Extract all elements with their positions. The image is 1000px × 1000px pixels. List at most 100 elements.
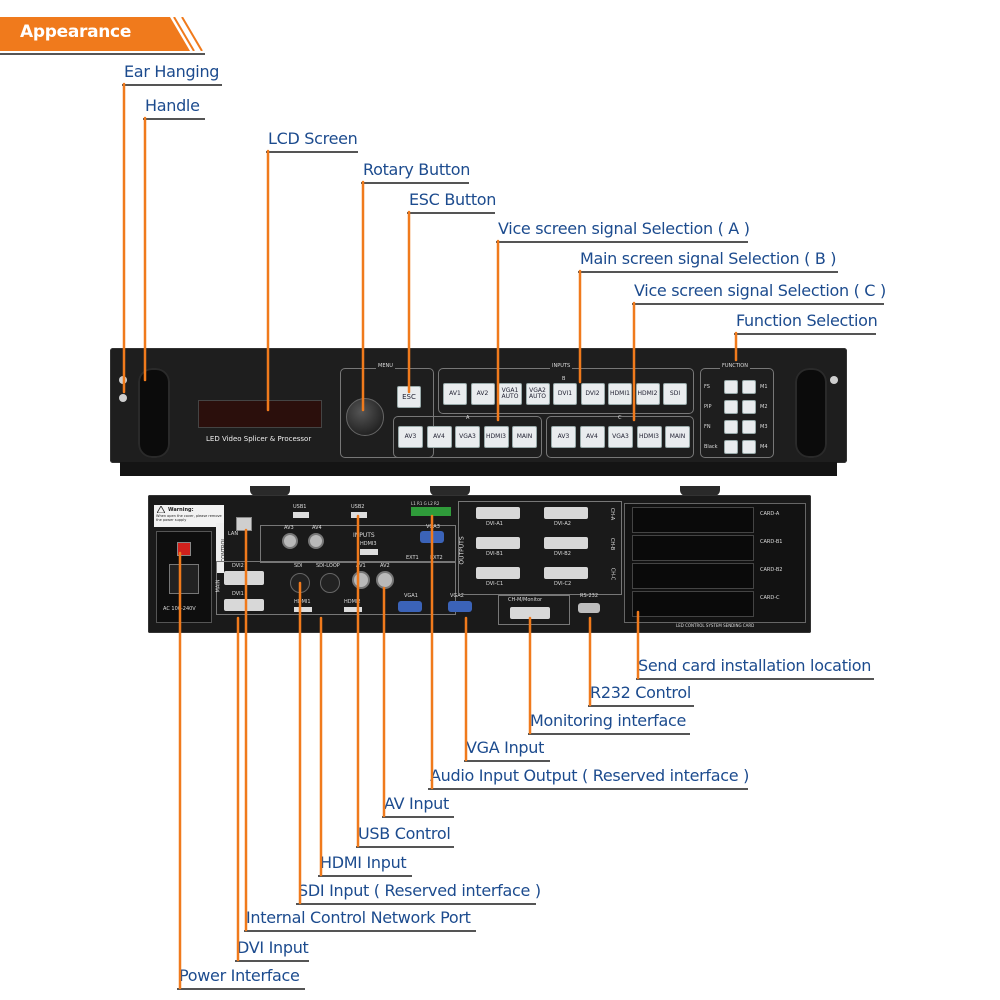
hdmi2-label: HDMI2 xyxy=(344,599,361,605)
sdi-loop-connector[interactable] xyxy=(320,573,340,593)
dvi1-port[interactable] xyxy=(224,599,264,611)
audio-terminal[interactable] xyxy=(411,507,451,516)
input-a-button-1[interactable]: AV4 xyxy=(426,426,452,448)
function-button-right-1[interactable] xyxy=(742,400,756,414)
input-a-button-0[interactable]: AV3 xyxy=(398,426,423,448)
power-socket[interactable] xyxy=(169,564,199,594)
audio-pins-label: L1 R1 G L2 R2 xyxy=(411,501,440,506)
dvi-output-label: DVI-A2 xyxy=(554,521,571,527)
av1-label: AV1 xyxy=(356,563,366,569)
group-b-label: B xyxy=(562,376,566,382)
card-slot[interactable] xyxy=(632,535,754,561)
function-button-left-2[interactable] xyxy=(724,420,738,434)
dvi-output-port[interactable] xyxy=(476,537,520,549)
rs232-port[interactable] xyxy=(578,603,600,613)
lcd-caption: LED Video Splicer & Processor xyxy=(206,435,312,443)
av4-connector[interactable] xyxy=(308,533,324,549)
function-right-label: M3 xyxy=(760,424,768,430)
input-b-button-4[interactable]: DVI1 xyxy=(553,383,577,405)
dvi2-port[interactable] xyxy=(224,571,264,585)
label-dvi: DVI Input xyxy=(237,938,309,957)
card-slot[interactable] xyxy=(632,591,754,617)
dvi-output-port[interactable] xyxy=(476,567,520,579)
input-b-button-6[interactable]: HDMI1 xyxy=(608,383,632,405)
warning-text: When open the cover, please remove the p… xyxy=(156,514,222,522)
dvi-bottom-label: DVI1 xyxy=(232,591,244,597)
label-underline xyxy=(177,988,305,990)
label-underline xyxy=(578,271,838,273)
dvi-output-port[interactable] xyxy=(476,507,520,519)
dvi-output-port[interactable] xyxy=(544,507,588,519)
vga2-port[interactable] xyxy=(448,601,472,612)
card-slot[interactable] xyxy=(632,563,754,589)
card-slot-label: CARD-B1 xyxy=(760,539,783,545)
label-underline xyxy=(296,903,536,905)
dvi-output-port[interactable] xyxy=(544,567,588,579)
control-strip xyxy=(216,523,224,573)
ear-hole-left-2 xyxy=(119,394,127,402)
hdmi2-port[interactable] xyxy=(344,607,362,612)
warning-title: Warning: xyxy=(168,507,194,513)
label-underline xyxy=(734,333,876,335)
input-a-button-2[interactable]: VGA3 xyxy=(455,426,480,448)
input-b-button-3[interactable]: VGA2 AUTO xyxy=(525,383,550,405)
av2-label: AV2 xyxy=(380,563,390,569)
av1-connector[interactable] xyxy=(352,571,370,589)
dvi-output-label: DVI-C1 xyxy=(486,581,504,587)
input-b-button-8[interactable]: SDI xyxy=(663,383,687,405)
input-c-button-1[interactable]: AV4 xyxy=(579,426,605,448)
menu-label: MENU xyxy=(376,363,395,369)
label-underline xyxy=(382,816,454,818)
function-left-label: Black xyxy=(704,444,718,450)
label-sdi: SDI Input ( Reserved interface ) xyxy=(298,881,541,900)
front-panel-base xyxy=(120,462,837,476)
hdmi1-port[interactable] xyxy=(294,607,312,612)
monitor-port[interactable] xyxy=(510,607,550,619)
av3-connector[interactable] xyxy=(282,533,298,549)
input-b-button-5[interactable]: DVI2 xyxy=(580,383,605,405)
function-button-right-0[interactable] xyxy=(742,380,756,394)
dvi-output-label: DVI-B2 xyxy=(554,551,571,557)
input-b-button-1[interactable]: AV2 xyxy=(470,383,495,405)
card-slot-label: CARD-A xyxy=(760,511,780,517)
input-c-button-3[interactable]: HDMI3 xyxy=(636,426,662,448)
sdi-label: SDI xyxy=(294,563,303,569)
ext1-label: EXT1 xyxy=(406,555,419,561)
dvi-output-port[interactable] xyxy=(544,537,588,549)
usb1-port[interactable] xyxy=(293,512,309,518)
label-underline xyxy=(428,788,748,790)
rs232-label: RS-232 xyxy=(580,593,598,599)
label-vice-c: Vice screen signal Selection ( C ) xyxy=(634,281,886,300)
av3-label: AV3 xyxy=(284,525,294,531)
function-button-left-3[interactable] xyxy=(724,440,738,454)
function-left-label: FS xyxy=(704,384,710,390)
function-button-right-2[interactable] xyxy=(742,420,756,434)
input-b-button-0[interactable]: AV1 xyxy=(443,383,467,405)
card-slot[interactable] xyxy=(632,507,754,533)
input-a-button-4[interactable]: MAIN xyxy=(512,426,537,448)
input-b-button-2[interactable]: VGA1 AUTO xyxy=(498,383,522,405)
input-c-button-4[interactable]: MAIN xyxy=(665,426,690,448)
vga1-port[interactable] xyxy=(398,601,422,612)
main-region xyxy=(216,561,456,615)
label-underline xyxy=(356,846,454,848)
usb2-port[interactable] xyxy=(351,512,367,518)
input-a-button-3[interactable]: HDMI3 xyxy=(483,426,509,448)
input-b-button-7[interactable]: HDMI2 xyxy=(635,383,660,405)
label-underline xyxy=(407,212,495,214)
input-c-button-0[interactable]: AV3 xyxy=(551,426,576,448)
label-ear-hanging: Ear Hanging xyxy=(124,62,220,81)
function-button-right-3[interactable] xyxy=(742,440,756,454)
label-underline xyxy=(588,705,694,707)
card-slot-label: CARD-B2 xyxy=(760,567,783,573)
hdmi3-port[interactable] xyxy=(360,549,378,555)
rear-panel: Warning: When open the cover, please rem… xyxy=(148,495,811,633)
lan-port[interactable] xyxy=(236,517,252,531)
group-c-box xyxy=(546,416,694,458)
input-c-button-2[interactable]: VGA3 xyxy=(608,426,633,448)
label-underline xyxy=(122,84,222,86)
function-button-left-1[interactable] xyxy=(724,400,738,414)
function-button-left-0[interactable] xyxy=(724,380,738,394)
rotary-knob[interactable] xyxy=(346,398,384,436)
